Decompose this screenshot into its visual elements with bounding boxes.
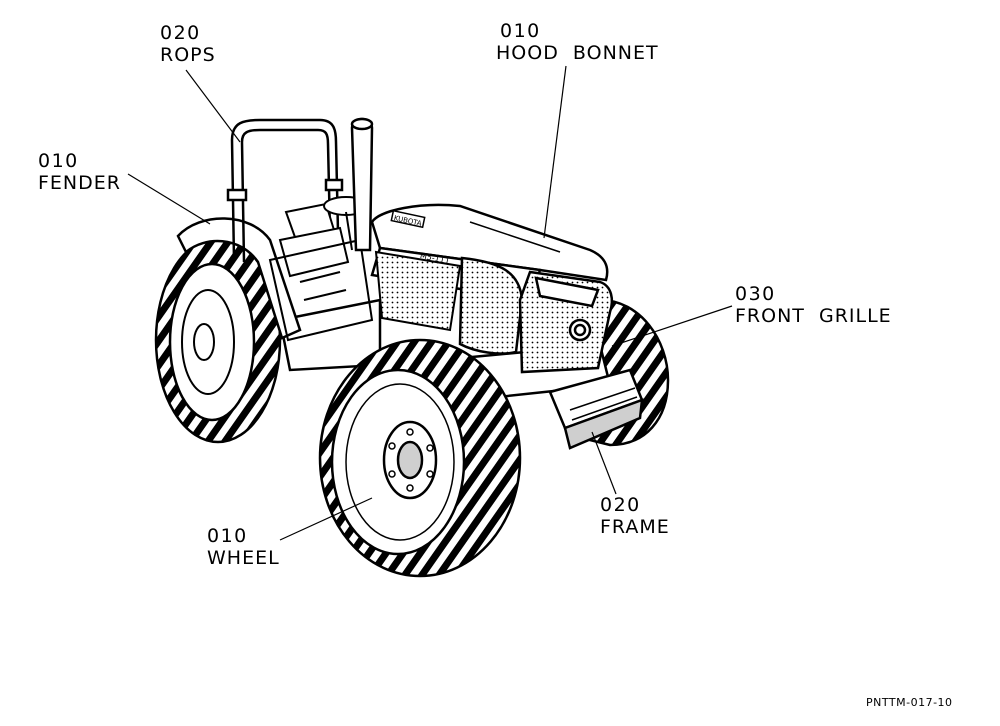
engine-side-panel: [374, 250, 462, 332]
callout-front-grille-name: FRONT GRILLE: [735, 305, 892, 327]
callout-frame-code: 020: [600, 494, 641, 516]
leader-front-grille: [611, 305, 733, 347]
rops-frame: [226, 118, 344, 263]
callout-wheel-name: WHEEL: [207, 547, 280, 569]
callout-hood-bonnet-code: 010: [500, 20, 541, 42]
leader-wheel: [279, 497, 373, 541]
callout-frame: 020 FRAME: [600, 494, 670, 538]
leader-rops: [185, 69, 241, 143]
figure-id: PNTTM-017-10: [866, 696, 953, 709]
callout-rops-name: ROPS: [160, 44, 216, 66]
callout-front-grille: 030 FRONT GRILLE: [735, 283, 892, 327]
callout-hood-bonnet: 010 HOOD BONNET: [496, 20, 659, 64]
callout-wheel-code: 010: [207, 525, 248, 547]
callout-fender: 010 FENDER: [38, 150, 121, 194]
callout-rops: 020 ROPS: [160, 22, 216, 66]
leader-frame: [591, 431, 617, 495]
leader-lines: [127, 65, 733, 541]
callout-frame-name: FRAME: [600, 516, 670, 538]
callout-wheel: 010 WHEEL: [207, 525, 280, 569]
front-frame: [548, 368, 644, 450]
callout-fender-name: FENDER: [38, 172, 121, 194]
front-grille: [458, 256, 614, 374]
front-left-wheel: [318, 338, 522, 578]
leader-fender: [127, 173, 211, 225]
rear-left-wheel: [154, 236, 282, 444]
callout-front-grille-code: 030: [735, 283, 776, 305]
fender: [176, 217, 302, 340]
leader-hood-bonnet: [543, 65, 567, 239]
exhaust-pipe: [350, 117, 374, 252]
callout-rops-code: 020: [160, 22, 201, 44]
callout-hood-bonnet-name: HOOD BONNET: [496, 42, 659, 64]
callout-fender-code: 010: [38, 150, 79, 172]
